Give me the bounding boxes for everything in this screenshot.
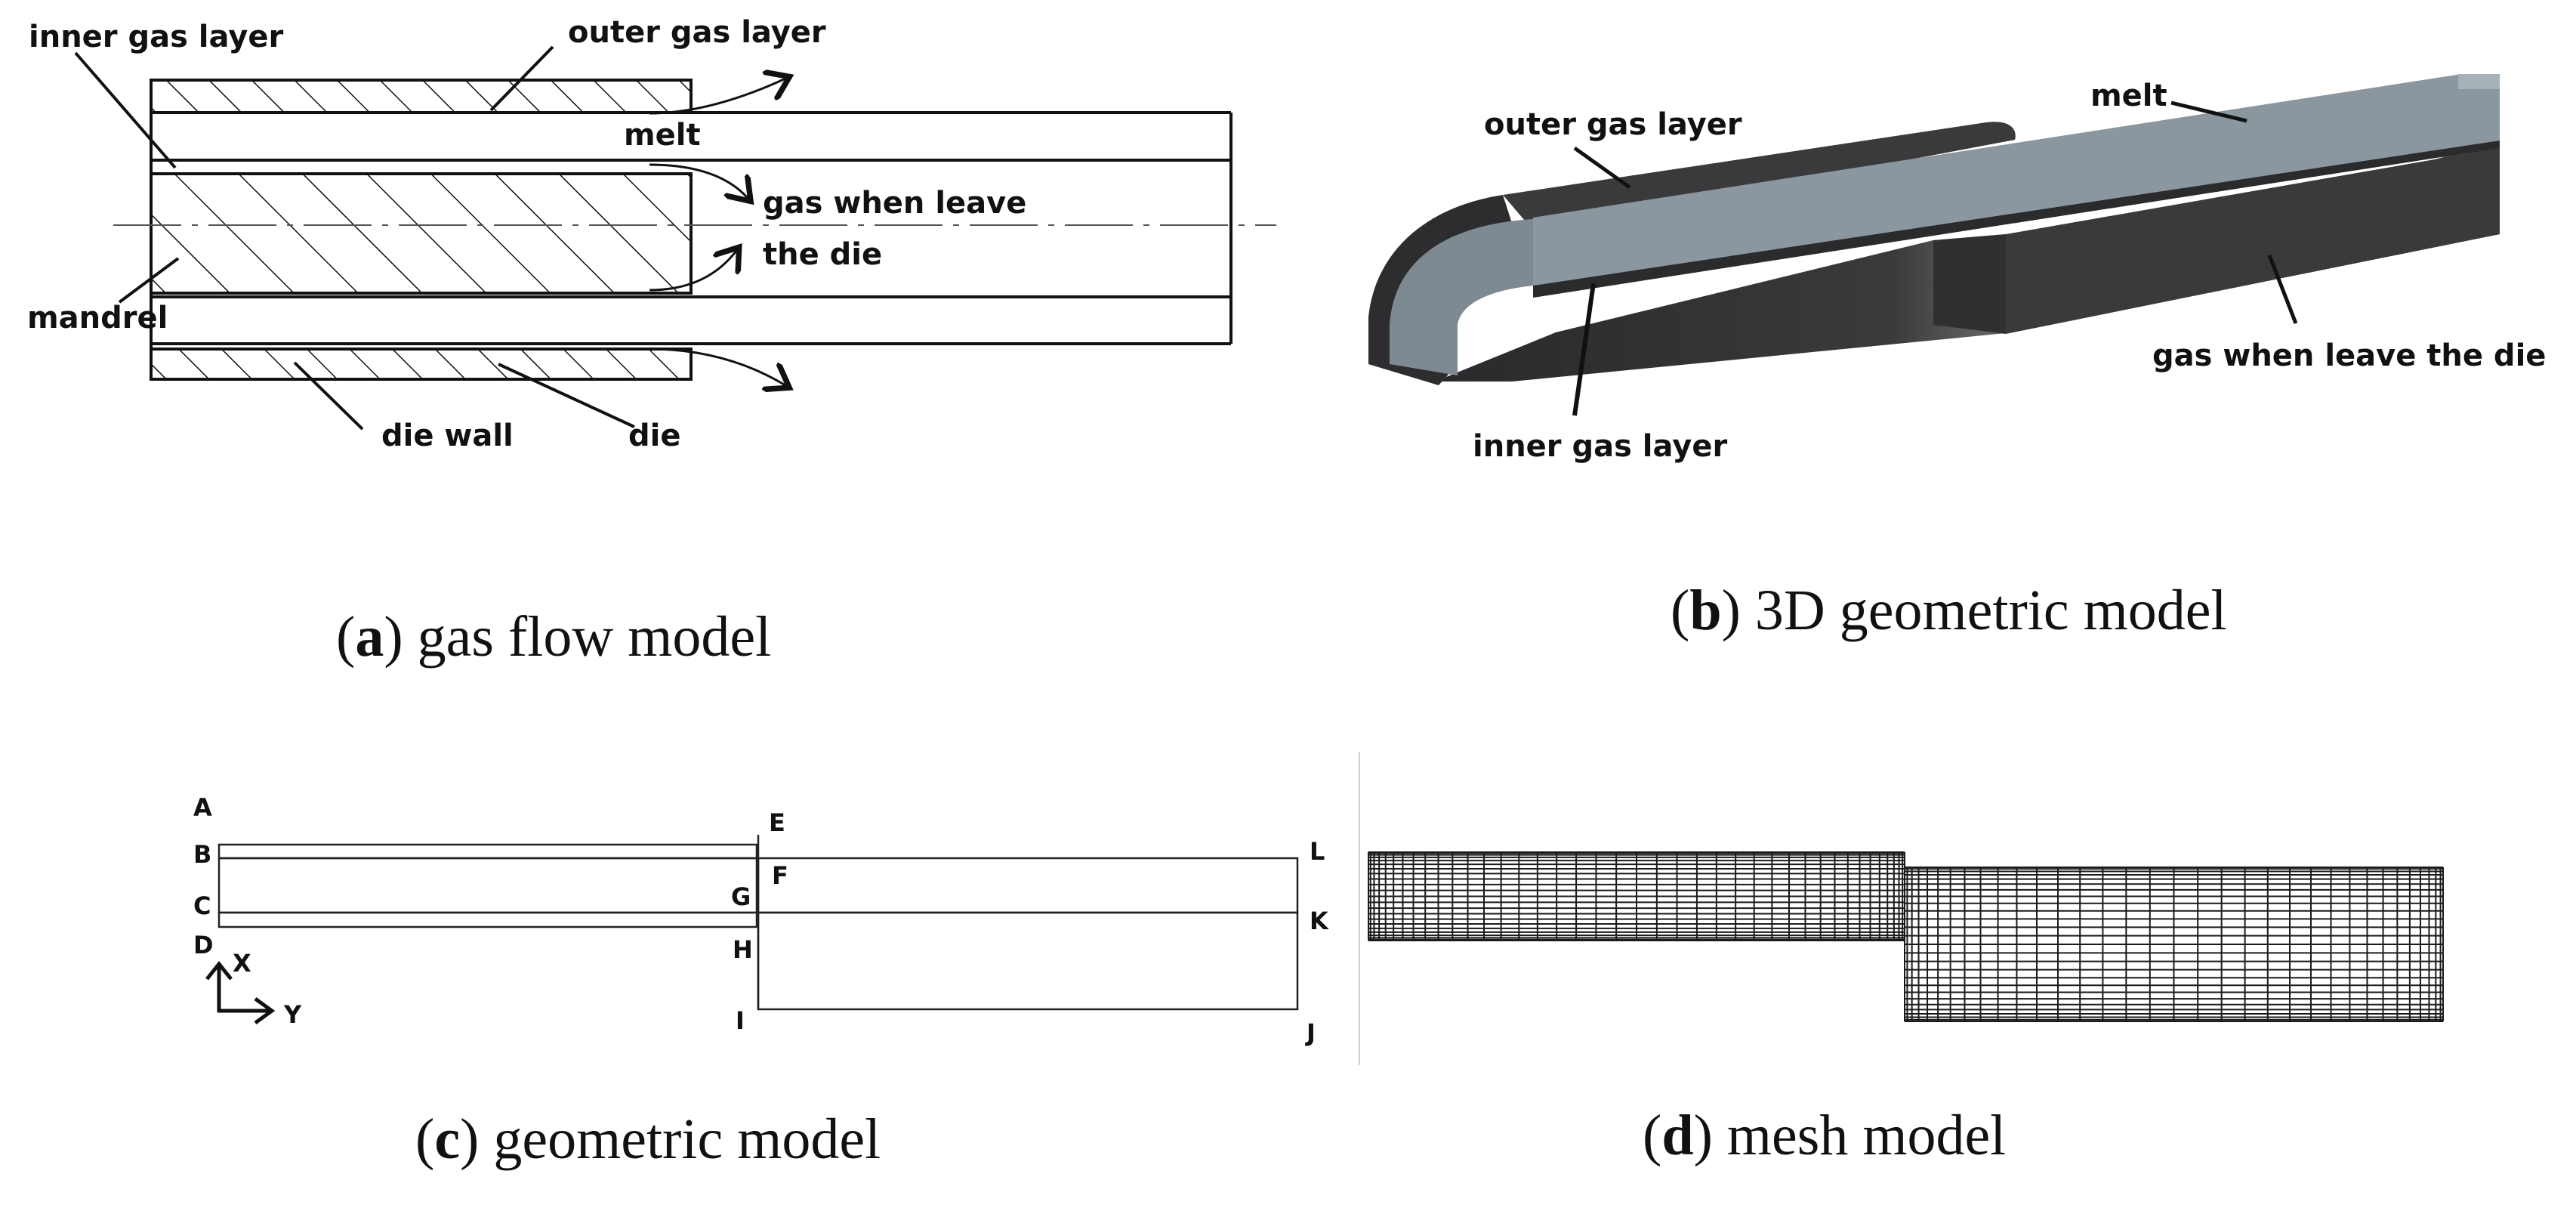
flow-arrow-upper	[649, 163, 748, 198]
leader-3d-inner-gas-layer	[1572, 283, 1596, 416]
axis-y-label: Y	[283, 1000, 302, 1029]
panel-c-geometric-model	[217, 835, 1299, 1011]
point-l: L	[1310, 837, 1325, 866]
panel-c-point-labels: A B C D E F G H I J K L X Y	[193, 793, 1329, 1047]
leader-3d-melt	[2170, 100, 2247, 123]
leader-outer-gas-layer	[489, 45, 554, 112]
leader-die	[498, 363, 635, 428]
label-gas-when-leave: gas when leave	[763, 186, 1026, 221]
region-inner-gas-top	[217, 843, 758, 860]
label-3d-outer-gas-layer: outer gas layer	[1484, 107, 1742, 142]
caption-d-text: mesh model	[1726, 1104, 2007, 1167]
point-a: A	[193, 793, 212, 822]
melt-top-highlight	[2458, 74, 2500, 89]
point-g: G	[731, 882, 751, 911]
melt-top-surface-main	[1533, 74, 2500, 286]
leader-3d-gas-leave	[2267, 255, 2298, 324]
point-d: D	[193, 931, 214, 959]
caption-b-text: 3D geometric model	[1754, 579, 2227, 642]
label-3d-melt: melt	[2090, 79, 2167, 113]
caption-c-letter: c	[434, 1108, 461, 1171]
region-die-section	[217, 857, 758, 914]
region-outlet-upper	[757, 857, 1299, 914]
label-3d-inner-gas-layer: inner gas layer	[1473, 429, 1727, 464]
caption-a-letter: a	[355, 605, 384, 669]
caption-d-letter: d	[1661, 1104, 1694, 1167]
label-die: die	[628, 419, 680, 453]
gas-body-step	[1933, 234, 2006, 334]
xy-axis-indicator	[205, 960, 276, 1025]
mesh-outlet-section	[1904, 852, 2444, 1022]
panel-b-3d-geometric-model: outer gas layer melt gas when leave the …	[1368, 74, 2546, 464]
leader-mandrel	[118, 257, 180, 304]
label-melt: melt	[624, 118, 701, 153]
axis-x-label: X	[233, 949, 251, 978]
inner-gas-channel	[1435, 234, 2006, 382]
point-b: B	[193, 840, 211, 869]
caption-d: (d) mesh model	[1643, 1104, 2007, 1167]
point-h: H	[733, 935, 753, 964]
label-outer-gas-layer: outer gas layer	[568, 15, 826, 50]
panel-a-gas-flow-model: inner gas layer outer gas layer melt gas…	[27, 15, 1276, 453]
flow-arrow-top	[649, 79, 785, 115]
panel-d-mesh-model	[1359, 752, 2444, 1065]
point-j: J	[1305, 1018, 1316, 1047]
label-mandrel: mandrel	[27, 301, 168, 335]
caption-a-text: gas flow model	[417, 605, 772, 669]
caption-c: (c) geometric model	[415, 1108, 881, 1171]
leader-inner-gas-layer	[74, 51, 177, 169]
point-f: F	[772, 861, 788, 890]
label-3d-gas-when-leave-the-die: gas when leave the die	[2152, 338, 2546, 373]
flow-arrow-lower	[649, 251, 736, 292]
label-inner-gas-layer: inner gas layer	[29, 20, 283, 54]
caption-b-letter: b	[1689, 579, 1722, 642]
caption-c-text: geometric model	[493, 1108, 881, 1171]
mandrel	[150, 172, 693, 295]
melt-curve-face	[1390, 219, 1533, 375]
mesh-die-section	[1368, 851, 1905, 941]
region-outlet-lower	[757, 911, 1299, 1011]
label-the-die: the die	[763, 237, 882, 272]
point-k: K	[1310, 907, 1329, 935]
leader-3d-outer-gas-layer	[1573, 146, 1631, 190]
gas-body-right	[2006, 148, 2500, 334]
die-wall-bottom	[150, 348, 693, 381]
label-die-wall: die wall	[381, 419, 514, 453]
flow-arrow-bottom	[649, 348, 785, 385]
melt-under-band	[1533, 141, 2500, 298]
point-c: C	[193, 891, 211, 920]
point-i: I	[736, 1006, 745, 1035]
leader-die-wall	[293, 361, 364, 431]
outer-die-wall-top	[150, 79, 693, 114]
caption-a: (a) gas flow model	[336, 605, 772, 669]
caption-b: (b) 3D geometric model	[1671, 579, 2227, 642]
point-e: E	[769, 808, 785, 837]
region-inner-gas-bottom	[217, 911, 758, 928]
